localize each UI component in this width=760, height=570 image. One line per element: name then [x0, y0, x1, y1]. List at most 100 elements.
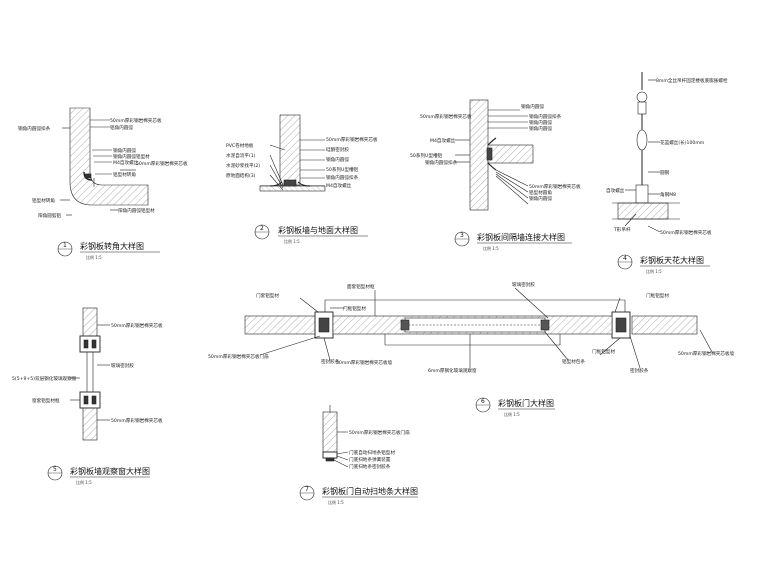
- d6-label-f: 50mm厚彩钢岩棉夹芯板墙: [678, 350, 735, 357]
- d5-title: 彩钢板墙观察窗大样图: [70, 466, 150, 476]
- d2-label-c: 硅酮密封胶: [326, 146, 349, 153]
- d6-label-l: 密封胶条: [630, 367, 649, 374]
- d3-label-h: 钢角内圆弧扣条: [425, 159, 458, 166]
- d6-label-h: 50mm厚彩钢岩棉夹芯板门扇: [208, 353, 269, 360]
- d2-title: 彩钢板墙与地面大样图: [278, 225, 358, 235]
- d1-label-c: 钢角内圆弧扣条: [18, 125, 51, 132]
- d6-label-a: 门套铝型材: [256, 292, 279, 299]
- d5-scale: 比例 1:5: [76, 479, 92, 485]
- d1-label-h: 铝型材转角: [113, 171, 136, 178]
- detail-5-title: 5 彩钢板墙观察窗大样图 比例 1:5: [47, 465, 150, 485]
- d1-label-j: 阳角圆弧铝: [38, 212, 61, 219]
- d5-label-d: 窗套铝型材框: [32, 397, 60, 404]
- d1-label-k: 阳角内圆弧铝型材: [118, 207, 155, 214]
- detail-6: [244, 287, 713, 369]
- d6-number: 6: [481, 398, 485, 405]
- detail-1-labels: 50mm厚彩钢岩棉夹芯板 铝角内圆弧 钢角内圆弧扣条 钢角内圆弧 钢角内圆弧铝型…: [18, 117, 188, 219]
- d6-label-k: 门框铝型材: [592, 348, 615, 355]
- d3-title: 彩钢板间隔墙连接大样图: [477, 232, 565, 242]
- d3-label-a: 钢角内圆弧: [521, 103, 544, 110]
- d5-label-c: 5(5+9+5)双层钢化玻璃观察窗: [12, 375, 77, 382]
- d6-label-g: 密封胶条: [321, 358, 340, 365]
- detail-1: [60, 107, 149, 216]
- d1-number: 1: [63, 242, 67, 249]
- d1-label-a: 50mm厚彩钢岩棉夹芯板: [110, 117, 162, 124]
- d7-label-d: 门底扫地条密封胶条: [349, 463, 391, 470]
- d1-label-i: 铝型材转角: [32, 197, 55, 204]
- d4-number: 4: [623, 255, 627, 262]
- detail-3-title: 3 彩钢板间隔墙连接大样图 比例 1:5: [454, 231, 572, 251]
- d2-label-h: 原地面结构(3): [226, 172, 256, 179]
- d1-label-g: M4自攻螺丝: [113, 159, 139, 166]
- d6-label-i: 6mm厚钢化玻璃观察窗: [428, 367, 477, 374]
- d6-title: 彩钢板门大样图: [498, 398, 554, 408]
- d7-label-a: 50mm厚彩钢岩棉夹芯板门扇: [349, 429, 410, 436]
- d4-scale: 比例 1:5: [646, 268, 662, 274]
- d1-label-d: 钢角内圆弧: [113, 147, 136, 154]
- d4-title: 彩钢板天花大样图: [640, 255, 704, 265]
- d2-label-j: M4自攻螺丝: [326, 182, 352, 189]
- d6-label-c: 门框铝型材: [343, 305, 366, 312]
- detail-6-labels: 门套铝型材 面套铝型材框 门框铝型材 玻璃密封胶 门框铝型材 50mm厚彩钢岩棉…: [208, 281, 735, 374]
- detail-2: [259, 114, 326, 192]
- d5-label-b: 玻璃密封胶: [111, 362, 134, 369]
- detail-2-title: 2 彩钢板墙与地面大样图 比例 1:5: [254, 224, 368, 244]
- detail-7-labels: 50mm厚彩钢岩棉夹芯板门扇 门底自动扫地条铝型材 门底扫地条弹簧装置 门底扫地…: [349, 429, 410, 470]
- d3-number: 3: [460, 232, 464, 239]
- d3-label-g: 50系列U型槽铝: [410, 152, 443, 159]
- d4-label-d: 自攻螺丝: [606, 187, 625, 194]
- d4-label-f: T形吊杆: [613, 226, 631, 233]
- d2-scale: 比例 1:5: [284, 238, 300, 244]
- d3-label-j: 铝型材圆角: [529, 189, 552, 196]
- detail-4-title: 4 彩钢板天花大样图 比例 1:5: [617, 254, 710, 274]
- d4-label-g: 50mm厚彩钢岩棉夹芯板: [660, 229, 712, 236]
- d3-scale: 比例 1:5: [483, 245, 499, 251]
- d3-label-k: 钢角内圆弧: [529, 195, 552, 202]
- detail-3-labels: 钢角内圆弧 50mm厚彩钢岩棉夹芯板 钢角内圆弧扣条 钢角内圆弧 钢角内圆弧 M…: [410, 103, 581, 202]
- d3-label-f: M4自攻螺丝: [430, 137, 456, 144]
- d3-label-d: 钢角内圆弧: [529, 119, 552, 126]
- d7-label-c: 门底扫地条弹簧装置: [349, 456, 391, 463]
- d5-label-e: 50mm厚彩钢岩棉夹芯板: [111, 417, 163, 424]
- d2-label-f: 水泥砂浆找平(2): [226, 162, 260, 169]
- d7-number: 7: [305, 486, 309, 493]
- d4-label-e: 角钢M8: [660, 191, 676, 198]
- d3-label-e: 钢角内圆弧: [529, 125, 552, 132]
- d6-label-d: 玻璃密封胶: [512, 281, 535, 288]
- d7-title: 彩钢板门自动扫地条大样图: [322, 486, 418, 496]
- d4-label-b: 花篮螺丝(长)100mm: [660, 139, 705, 146]
- detail-3: [455, 99, 534, 211]
- d1-title: 彩钢板转角大样图: [80, 241, 144, 251]
- d2-label-a: 50mm厚彩钢岩棉夹芯板: [326, 136, 378, 143]
- d2-label-e: 钢角内圆弧: [326, 156, 349, 163]
- d4-label-c: 圆钢: [660, 169, 670, 176]
- d1-scale: 比例 1:5: [86, 254, 102, 260]
- d2-label-g: 50系列U型槽铝: [326, 166, 359, 173]
- detail-5: [70, 307, 110, 441]
- detail-7: [322, 405, 349, 468]
- d3-label-i: 50mm厚彩钢岩棉夹芯板: [529, 183, 581, 190]
- detail-1-title: 1 彩钢板转角大样图 比例 1:5: [57, 241, 160, 260]
- detail-2-labels: 50mm厚彩钢岩棉夹芯板 PVC卷材地板 硅酮密封胶 水泥自流平(1) 钢角内圆…: [226, 136, 378, 189]
- detail-4: [612, 72, 680, 233]
- d1-label-b: 铝角内圆弧: [110, 124, 133, 131]
- d6-scale: 比例 1:5: [504, 411, 520, 417]
- d2-label-b: PVC卷材地板: [226, 142, 254, 149]
- d6-label-j: 铝型材包条: [562, 358, 585, 365]
- d2-label-i: 钢角内圆弧扣条: [326, 174, 359, 181]
- d7-scale: 比例 1:5: [328, 499, 344, 505]
- d3-label-c: 钢角内圆弧扣条: [529, 113, 562, 120]
- detail-7-title: 7 彩钢板门自动扫地条大样图 比例 1:5: [299, 485, 418, 505]
- d2-label-d: 水泥自流平(1): [226, 152, 256, 159]
- d2-number: 2: [260, 225, 264, 232]
- d3-label-b: 50mm厚彩钢岩棉夹芯板: [420, 113, 472, 120]
- d1-label-f: 50mm厚彩钢岩棉夹芯板: [136, 160, 188, 167]
- detail-4-labels: 8mm全丝吊杆固定楼板底膨胀螺栓 花篮螺丝(长)100mm 圆钢 自攻螺丝 角钢…: [606, 77, 728, 236]
- d5-number: 5: [53, 466, 57, 473]
- d7-label-b: 门底自动扫地条铝型材: [349, 449, 395, 456]
- detail-5-labels: 50mm厚彩钢岩棉夹芯板 玻璃密封胶 5(5+9+5)双层钢化玻璃观察窗 窗套铝…: [12, 322, 163, 424]
- d1-label-e: 钢角内圆弧铝型材: [113, 153, 150, 160]
- d6-label-b: 面套铝型材框: [347, 283, 375, 290]
